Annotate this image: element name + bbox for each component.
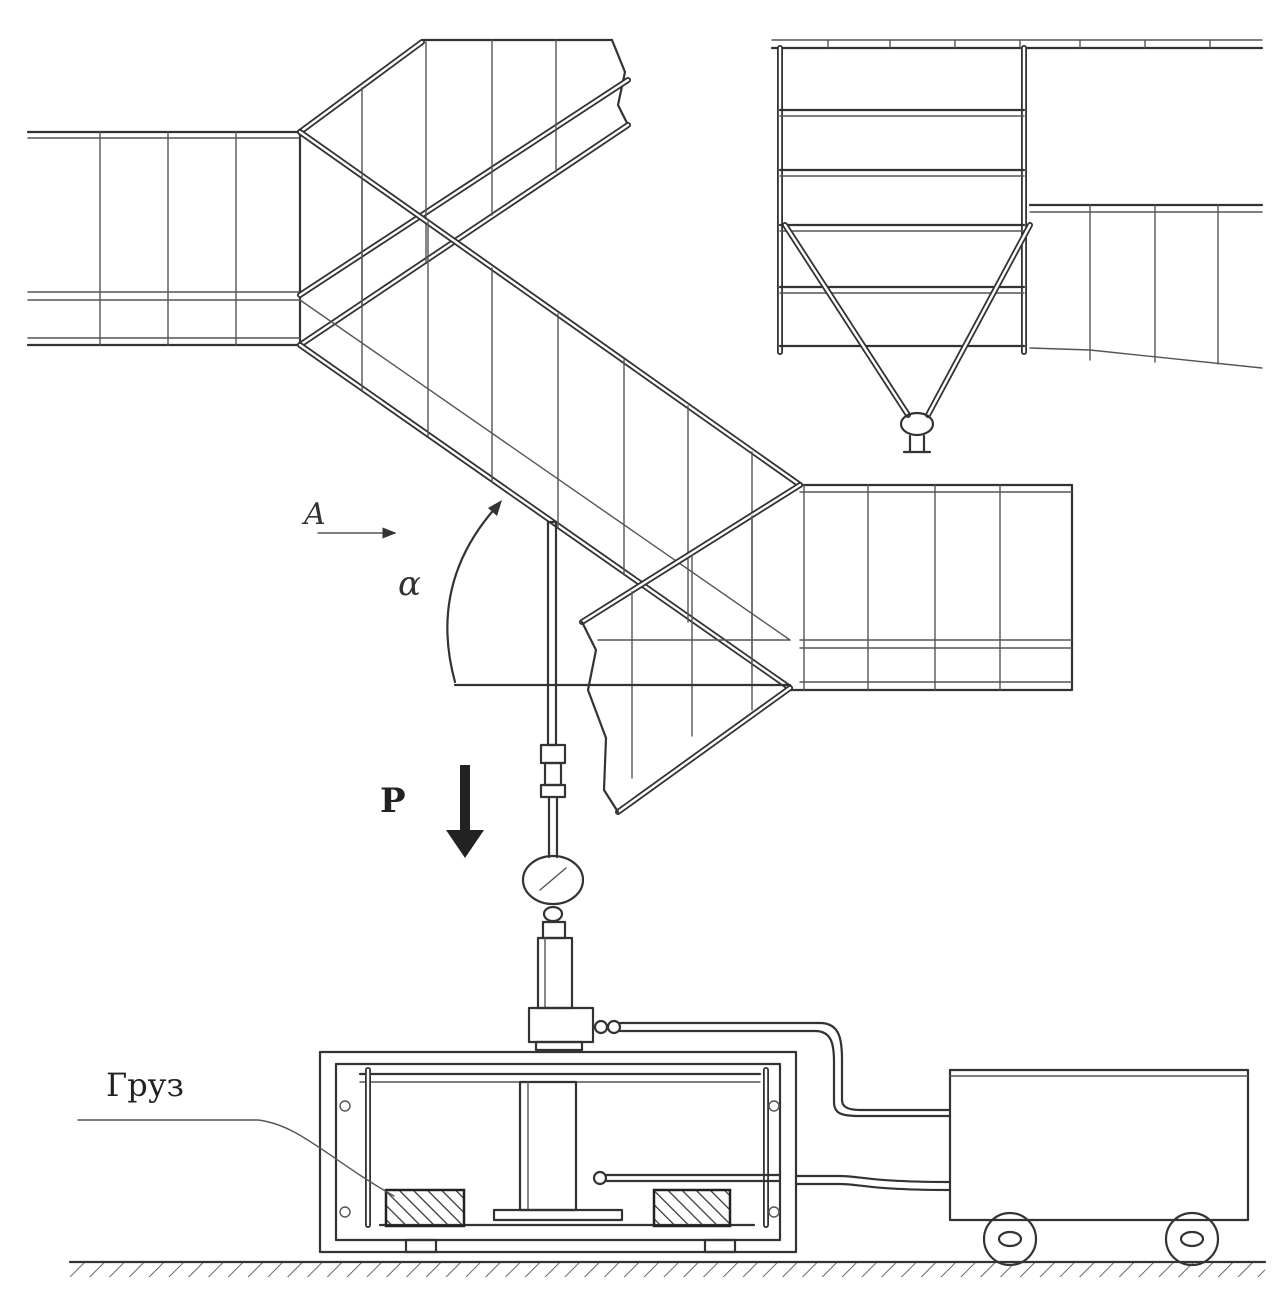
load-block-left — [384, 1188, 466, 1228]
upper-flight — [297, 38, 631, 348]
force-p-arrow — [446, 765, 484, 858]
dynamometer — [521, 854, 585, 923]
angle-alpha-arc — [446, 500, 502, 684]
load-leader-line — [77, 1119, 395, 1197]
ground — [68, 1260, 1267, 1277]
hydraulic-jack — [527, 920, 595, 1052]
angle-alpha-label: α — [398, 564, 421, 604]
load-block-right — [652, 1188, 732, 1228]
view-a-label: A — [301, 497, 326, 532]
upper-left-landing — [26, 130, 302, 347]
lower-right-landing — [788, 483, 1074, 692]
main-flight — [297, 129, 803, 691]
pull-rod — [539, 520, 567, 859]
loading-frame — [318, 1050, 798, 1254]
force-p-label: P — [380, 781, 406, 821]
load-label: Груз — [106, 1066, 184, 1104]
view-a-inset — [770, 39, 1264, 454]
pump-unit — [948, 1068, 1250, 1267]
hydraulic-hoses — [592, 1019, 952, 1192]
lower-flight — [579, 482, 803, 815]
